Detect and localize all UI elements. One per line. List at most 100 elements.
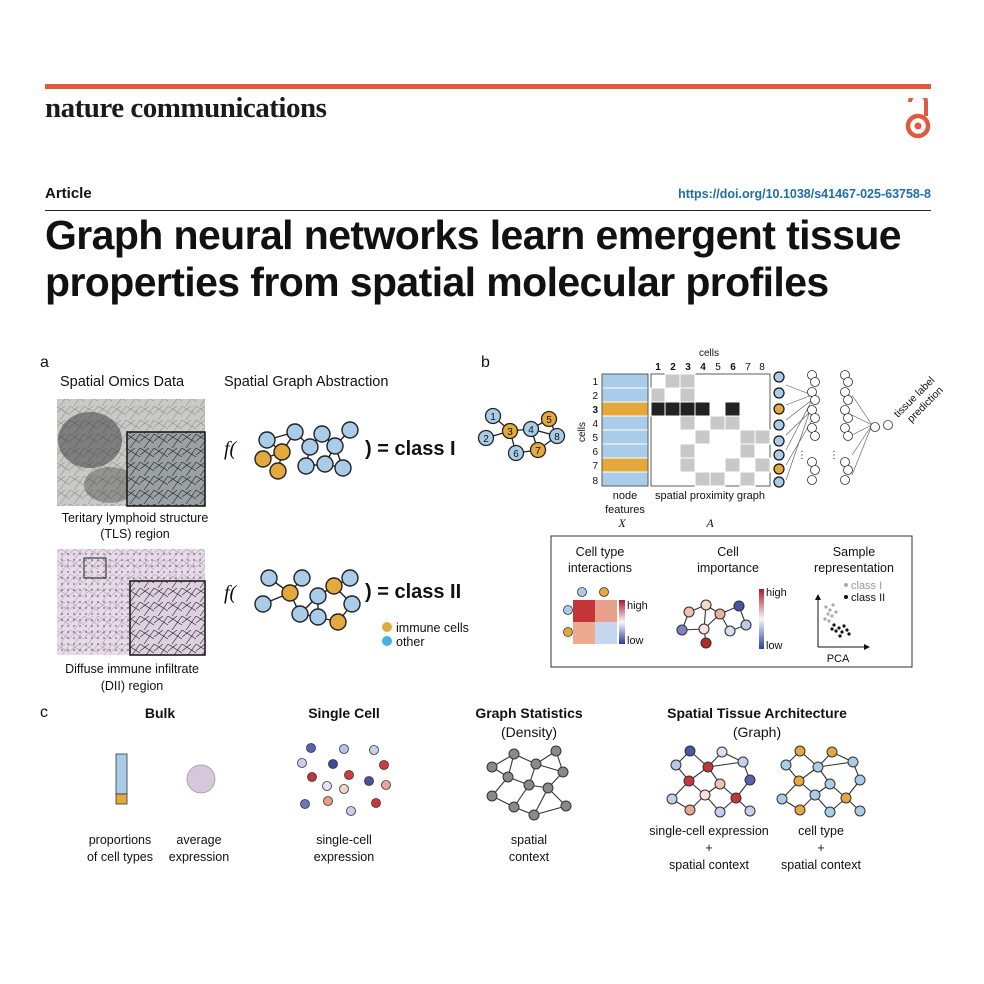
svg-text:8: 8 [759, 362, 765, 373]
sc-caption-line1: single-cell [316, 833, 372, 847]
row-numbers: 1 2 3 4 5 6 7 8 [592, 377, 598, 487]
gs-caption-line2: context [509, 850, 550, 864]
journal-name[interactable]: nature communications [45, 92, 327, 124]
tls-tissue-image [57, 399, 206, 507]
ci-title-2: importance [697, 561, 759, 575]
graph-stats-title: Graph Statistics [475, 705, 583, 721]
node-features-line1: node [613, 490, 637, 502]
sta-celltype-graph-nodes [776, 745, 866, 818]
sta2-caption-line2: + [817, 841, 824, 855]
proportions-line2: of cell types [87, 850, 153, 864]
spatial-omics-title: Spatial Omics Data [60, 374, 185, 390]
svg-text:5: 5 [546, 415, 552, 426]
svg-text:1: 1 [655, 362, 661, 373]
tls-caption-line2: (TLS) region [100, 527, 170, 541]
svg-text:7: 7 [535, 446, 541, 457]
svg-text:2: 2 [592, 391, 598, 402]
svg-text:8: 8 [592, 476, 598, 487]
scatter-class-2: class II [851, 592, 885, 604]
interaction-heatmap [563, 587, 625, 644]
svg-text:7: 7 [592, 461, 598, 472]
class-2-result: ) = class II [365, 581, 461, 603]
svg-text:7: 7 [745, 362, 751, 373]
importance-graph [676, 599, 752, 649]
cti-title-1: Cell type [576, 545, 625, 559]
svg-text:3: 3 [507, 427, 513, 438]
density-graph-nodes [486, 745, 572, 821]
sta-sub: (Graph) [733, 724, 781, 740]
function-f-1: f( [224, 438, 238, 460]
header-rule [45, 210, 931, 211]
svg-text:1: 1 [490, 412, 496, 423]
sr-title-1: Sample [833, 545, 875, 559]
journal-accent-bar [45, 84, 931, 89]
graph-class-1-nodes [254, 421, 359, 480]
svg-text:8: 8 [554, 432, 560, 443]
average-line1: average [176, 833, 221, 847]
sc-caption-line2: expression [314, 850, 374, 864]
x-symbol: X [617, 516, 626, 530]
proportions-line1: proportions [89, 833, 152, 847]
pca-scatter [815, 583, 870, 650]
panel-a-label: a [40, 354, 49, 371]
article-type: Article [45, 185, 92, 202]
cells-label-side: cells [577, 422, 588, 442]
legend-other-label: other [396, 635, 425, 649]
importance-low: low [766, 640, 783, 652]
bulk-title: Bulk [145, 705, 176, 721]
svg-text:2: 2 [483, 434, 489, 445]
numbered-graph-nodes [477, 407, 566, 462]
a-symbol: A [705, 516, 714, 530]
svg-text:4: 4 [528, 425, 534, 436]
average-line2: expression [169, 850, 229, 864]
gnn-layers [785, 384, 873, 481]
scatter-class-1: class I [851, 580, 882, 592]
adjacency-matrix [650, 373, 771, 487]
numbered-graph-labels: 1 2 3 4 5 6 7 8 [483, 412, 560, 460]
panel-b-label: b [481, 354, 490, 371]
gnn-input-nodes [773, 371, 785, 488]
doi-link[interactable]: https://doi.org/10.1038/s41467-025-63758… [678, 187, 931, 201]
svg-text:6: 6 [730, 362, 736, 373]
importance-high: high [766, 587, 787, 599]
sta1-caption-line3: spatial context [669, 858, 749, 872]
svg-text:6: 6 [592, 447, 598, 458]
spatial-proximity-label: spatial proximity graph [655, 490, 765, 502]
dii-caption-line2: (DII) region [101, 679, 164, 693]
importance-colorbar [759, 589, 764, 649]
svg-text:5: 5 [592, 433, 598, 444]
svg-text:3: 3 [685, 362, 691, 373]
single-cell-dots [297, 743, 391, 816]
heatmap-low: low [627, 635, 644, 647]
legend-immune-dot [382, 622, 392, 632]
legend-immune-label: immune cells [396, 621, 469, 635]
svg-text:5: 5 [715, 362, 721, 373]
sta1-caption-line1: single-cell expression [649, 824, 769, 838]
tls-caption-line1: Teritary lymphoid structure [62, 511, 209, 525]
bulk-proportion-bar [115, 753, 128, 805]
pca-label: PCA [827, 653, 850, 665]
average-expression-circle [186, 764, 216, 794]
class-1-result: ) = class I [365, 438, 456, 460]
dii-tissue-image [57, 549, 206, 656]
graph-stats-sub: (Density) [501, 724, 557, 740]
interpretation-box [550, 535, 913, 668]
svg-text:6: 6 [513, 449, 519, 460]
cti-title-2: interactions [568, 561, 632, 575]
single-cell-title: Single Cell [308, 705, 380, 721]
graph-class-2-nodes [254, 569, 361, 631]
sta2-caption-line3: spatial context [781, 858, 861, 872]
sta-title: Spatial Tissue Architecture [667, 705, 847, 721]
open-access-icon[interactable] [898, 98, 938, 140]
ellipsis-2: ⋮ [829, 450, 839, 461]
svg-text:4: 4 [700, 362, 706, 373]
node-feature-matrix [601, 373, 649, 487]
column-numbers: 1 2 3 4 5 6 7 8 [655, 362, 765, 373]
spatial-graph-title: Spatial Graph Abstraction [224, 374, 388, 390]
gs-caption-line1: spatial [511, 833, 547, 847]
svg-text:4: 4 [592, 419, 598, 430]
legend-other-dot [382, 636, 392, 646]
sr-title-2: representation [814, 561, 894, 575]
panel-c-label: c [40, 704, 48, 721]
